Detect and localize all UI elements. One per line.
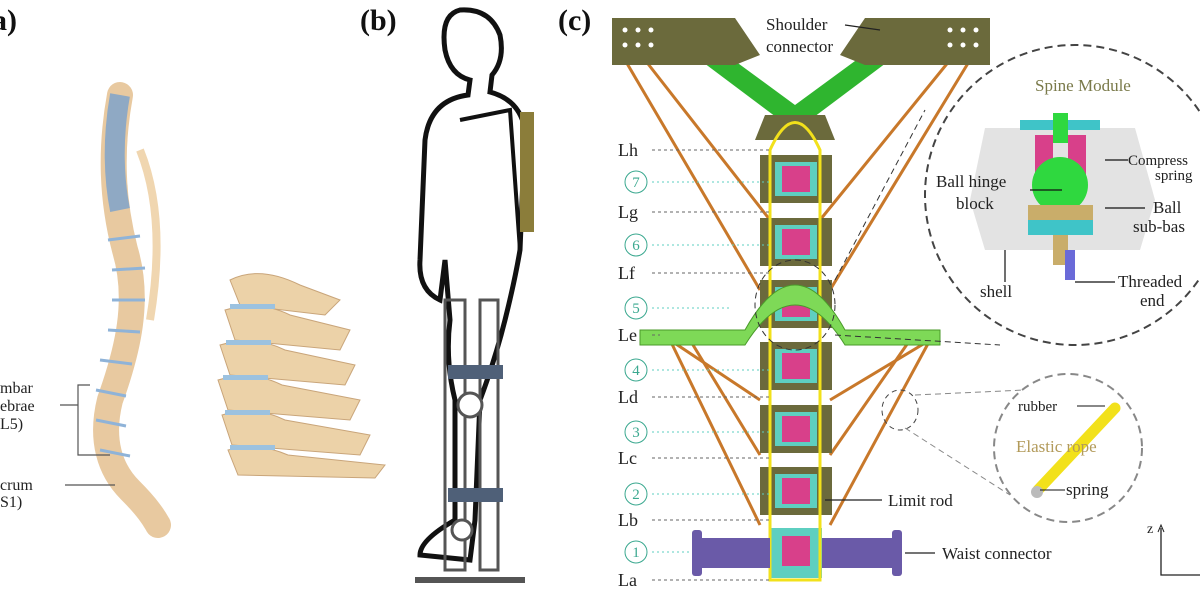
lumbar-label-2: ebrae: [0, 398, 35, 415]
zoom-circle-module: [754, 259, 836, 351]
limit-rod-label: Limit rod: [888, 491, 953, 510]
knee-joint: [456, 391, 484, 419]
foot-plate: [415, 577, 525, 583]
level-lines: [652, 149, 770, 581]
module-number: 4: [632, 363, 640, 379]
elastic-rope-title: Elastic rope: [1016, 437, 1097, 456]
panel-c-label: (c): [558, 4, 591, 37]
lumbar-label-1: mbar: [0, 380, 34, 397]
level-label: Le: [618, 325, 637, 345]
module-number: 5: [632, 301, 640, 317]
elastic-ropes: [623, 59, 972, 526]
elastic-rope-drawing: [1032, 402, 1121, 496]
module-lines: [652, 181, 770, 553]
module-numbers: 7 6 5 4 3 2 1: [624, 170, 648, 564]
zoom-connector: [914, 389, 1026, 396]
axis-z-label: z: [1147, 522, 1153, 537]
module-number: 2: [632, 487, 640, 503]
ball-sub-base-label-2: sub-bas: [1133, 217, 1185, 236]
spine-module-title: Spine Module: [1035, 76, 1131, 95]
exoskeleton-spine: [520, 112, 534, 232]
module-labels: Compress spring Ball hinge block Ball su…: [936, 153, 1193, 310]
level-label: Lh: [618, 140, 638, 160]
compress-spring-label-1: Compress: [1128, 153, 1188, 169]
shoulder-connector-label-1: Shoulder: [766, 15, 828, 34]
spine-module-drawing: [970, 113, 1155, 280]
ball-hinge-label-2: block: [956, 194, 994, 213]
shoulder-connector-label-2: connector: [766, 37, 833, 56]
module-number: 7: [632, 175, 640, 191]
axis-indicator: [1160, 528, 1200, 576]
level-label: Ld: [618, 387, 638, 407]
shoulder-pointer: [844, 24, 881, 31]
rubber-label: rubber: [1018, 399, 1057, 415]
waist-connector-label: Waist connector: [942, 544, 1052, 563]
module-number: 1: [632, 545, 640, 561]
module-pointers: [1004, 159, 1145, 283]
zoom-connector: [834, 109, 926, 281]
middle-connector: [639, 284, 941, 346]
threaded-end-label-2: end: [1140, 291, 1165, 310]
shank-strap: [448, 488, 503, 502]
waist-connector: [692, 530, 902, 576]
cervical-vertebrae-illustration: [217, 273, 386, 479]
module-number: 3: [632, 425, 640, 441]
zoom-connector: [834, 334, 1001, 346]
human-figure-with-exoskeleton: [417, 7, 528, 572]
level-label: Lc: [618, 448, 637, 468]
spring-end: [1031, 486, 1043, 498]
ball-hinge-label-1: Ball hinge: [936, 172, 1006, 191]
level-label: La: [618, 570, 637, 590]
pointer-lines: [60, 384, 115, 486]
compress-spring-label-2: spring: [1155, 168, 1193, 184]
module-number: 6: [632, 238, 640, 254]
ball-sub-base-label-1: Ball: [1153, 198, 1182, 217]
thigh-strap: [448, 365, 503, 379]
shell-label: shell: [980, 282, 1012, 301]
level-label: Lb: [618, 510, 638, 530]
axis-arrow-icon: [1157, 523, 1165, 533]
lumbar-label-3: L5): [0, 416, 23, 433]
panel-b-label: (b): [360, 4, 397, 37]
sacrum-label-2: S1): [0, 494, 22, 511]
ankle-joint: [450, 518, 474, 542]
level-label: Lf: [618, 263, 635, 283]
limit-rod: [768, 121, 822, 582]
zoom-connector: [904, 427, 1011, 496]
threaded-end-label-1: Threaded: [1118, 272, 1183, 291]
level-labels: Lh Lg Lf Le Ld Lc Lb La: [618, 140, 638, 590]
spring-label: spring: [1066, 480, 1109, 499]
zoom-circle-rope: [881, 389, 919, 431]
spine-illustration: [93, 82, 171, 538]
level-label: Lg: [618, 202, 638, 222]
sacrum-label-1: crum: [0, 477, 33, 494]
panel-a-label: (a): [0, 4, 17, 37]
